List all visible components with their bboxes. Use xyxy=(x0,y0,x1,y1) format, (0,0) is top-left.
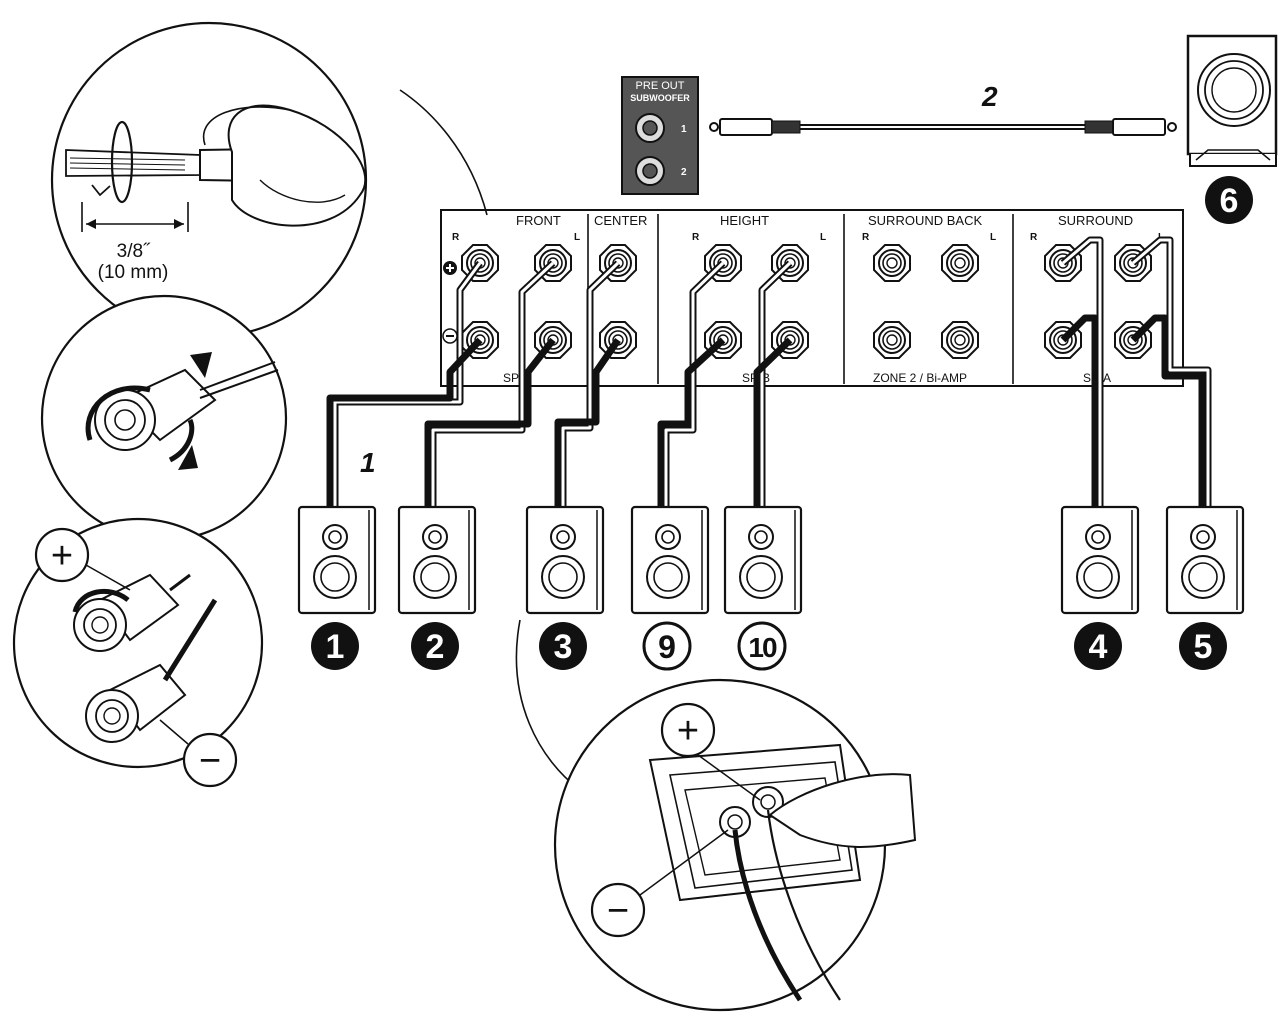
channel-l-front: L xyxy=(574,232,580,243)
terminal-surround-back-l-minus[interactable] xyxy=(941,321,979,359)
speaker-badge-2: 2 xyxy=(411,622,459,670)
speaker-badge-10: 10 xyxy=(737,621,787,671)
strip-length-mm: (10 mm) xyxy=(98,262,169,283)
step-2-label: 2 xyxy=(981,81,998,112)
channel-l-height: L xyxy=(820,232,826,243)
speaker-number-3: 3 xyxy=(554,628,573,666)
plus-sign-icon xyxy=(34,527,90,583)
speaker-number-5: 5 xyxy=(1194,628,1213,666)
speaker-number-badges: 1 2 3 9 10 4 5 xyxy=(311,621,1227,671)
subwoofer-unit xyxy=(1186,34,1278,167)
preout-subwoofer-panel: PRE OUT SUBWOOFER 1 2 xyxy=(621,76,699,195)
speaker-number-4: 4 xyxy=(1089,628,1108,666)
terminal-surround-back-l-plus[interactable] xyxy=(941,244,979,282)
step-1-label: 1 xyxy=(360,447,376,478)
speaker-badge-4: 4 xyxy=(1074,622,1122,670)
plus-label-detail: + xyxy=(51,535,73,577)
speaker-3 xyxy=(525,505,605,615)
detail-wire-strip: 3/8˝ (10 mm) xyxy=(50,21,488,339)
preout-jack-2-label: 2 xyxy=(681,167,687,178)
speaker-4 xyxy=(1060,505,1140,615)
group-label-surround-back: SURROUND BACK xyxy=(868,213,982,228)
speaker-badge-3: 3 xyxy=(539,622,587,670)
strip-length-inches: 3/8˝ xyxy=(117,241,151,262)
speaker-9 xyxy=(630,505,710,615)
channel-r-surround-back: R xyxy=(862,232,870,243)
channel-r-height: R xyxy=(692,232,700,243)
group-label-front: FRONT xyxy=(516,213,561,228)
rear-panel: FRONT CENTER HEIGHT SURROUND BACK SURROU… xyxy=(440,209,1184,387)
speaker-number-10: 10 xyxy=(748,632,777,663)
plus-label-speaker: + xyxy=(677,710,699,752)
terminal-surround-back-r-plus[interactable] xyxy=(873,244,911,282)
speaker-1 xyxy=(297,505,377,615)
bottom-label-surround-back: ZONE 2 / Bi-AMP xyxy=(873,371,967,385)
group-label-center: CENTER xyxy=(594,213,647,228)
speaker-5 xyxy=(1165,505,1245,615)
subwoofer-cable xyxy=(709,118,1177,136)
subwoofer-number-badge: 6 xyxy=(1205,176,1253,224)
detail-polarity: + − xyxy=(12,517,264,788)
panel-minus-marker xyxy=(442,328,458,344)
plus-sign-speaker-icon xyxy=(660,702,716,758)
speaker-number-9: 9 xyxy=(658,629,676,665)
channel-l-surround-back: L xyxy=(990,232,996,243)
channel-r-surround: R xyxy=(1030,232,1038,243)
subwoofer-number: 6 xyxy=(1220,182,1239,220)
preout-subtitle: SUBWOOFER xyxy=(630,93,690,103)
speaker-10 xyxy=(723,505,803,615)
push-arrow-icon xyxy=(190,352,212,378)
speakers xyxy=(297,505,1245,615)
terminal-surround-back-r-minus[interactable] xyxy=(873,321,911,359)
panel-plus-marker xyxy=(443,261,457,275)
group-label-height: HEIGHT xyxy=(720,213,769,228)
speaker-badge-9: 9 xyxy=(642,621,692,671)
detail-terminal-turn xyxy=(40,294,288,542)
speaker-wires xyxy=(326,236,1212,508)
minus-sign-icon xyxy=(182,732,238,788)
speaker-badge-1: 1 xyxy=(311,622,359,670)
twist-arrow-icon xyxy=(110,120,134,204)
minus-sign-speaker-icon xyxy=(590,882,646,938)
channel-r-front: R xyxy=(452,232,460,243)
speaker-number-2: 2 xyxy=(426,628,445,666)
preout-title: PRE OUT xyxy=(636,80,685,92)
detail-speaker-back: + − xyxy=(515,619,917,1012)
preout-jack-1-label: 1 xyxy=(681,124,687,135)
minus-label-speaker: − xyxy=(607,890,629,932)
rotate-arrow-icon xyxy=(178,445,198,470)
minus-label-detail: − xyxy=(199,740,221,782)
group-label-surround: SURROUND xyxy=(1058,213,1133,228)
speaker-number-1: 1 xyxy=(326,628,345,666)
speaker-badge-5: 5 xyxy=(1179,622,1227,670)
speaker-2 xyxy=(397,505,477,615)
